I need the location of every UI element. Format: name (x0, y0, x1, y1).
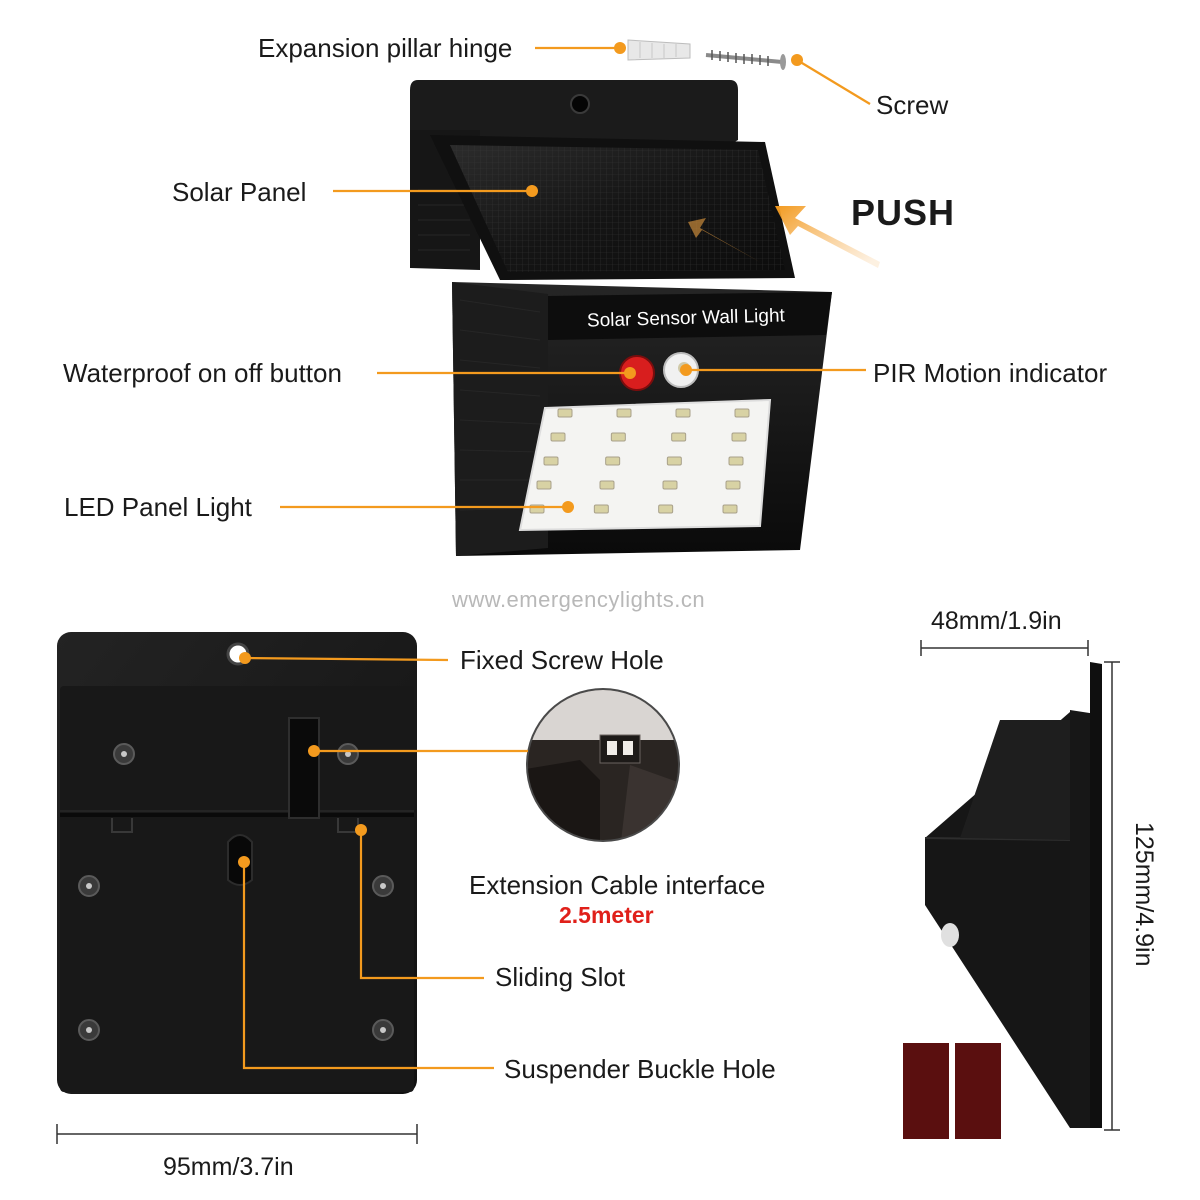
expansion-hinge-icon (627, 39, 691, 61)
front-view (410, 80, 832, 556)
screw-icon (705, 50, 786, 70)
callout-dots (238, 42, 803, 868)
side-view (903, 662, 1102, 1139)
adhesive-pad (903, 1043, 949, 1139)
led-chip (536, 480, 552, 490)
push-arrow-icon (775, 206, 880, 268)
cable-interface (288, 717, 320, 819)
label-pir-indicator: PIR Motion indicator (873, 358, 1108, 388)
led-chip (734, 408, 750, 418)
led-chip (731, 432, 747, 442)
adhesive-pad (955, 1043, 1001, 1139)
label-sliding-slot: Sliding Slot (495, 962, 626, 992)
led-chip (666, 456, 682, 466)
label-expansion-hinge: Expansion pillar hinge (258, 33, 513, 63)
label-suspender-hole: Suspender Buckle Hole (504, 1054, 776, 1084)
label-solar-panel: Solar Panel (172, 177, 307, 207)
label-fixed-screw-hole: Fixed Screw Hole (460, 645, 664, 675)
led-chip (675, 408, 691, 418)
led-chip (593, 504, 609, 514)
led-chip (662, 480, 678, 490)
led-chip (722, 504, 738, 514)
callout-leaders (242, 46, 871, 1070)
led-chip (543, 456, 559, 466)
led-chip (728, 456, 744, 466)
led-chip (610, 432, 626, 442)
watermark: www.emergencylights.cn (452, 587, 706, 612)
label-extension-cable: Extension Cable interface (469, 870, 766, 900)
cable-interface-closeup (526, 688, 680, 842)
led-chip (599, 480, 615, 490)
label-led-panel: LED Panel Light (64, 492, 252, 522)
led-chip (550, 432, 566, 442)
led-chip (605, 456, 621, 466)
led-chip (658, 504, 674, 514)
label-waterproof-button: Waterproof on off button (63, 358, 342, 388)
led-chip (725, 480, 741, 490)
led-chip (671, 432, 687, 442)
led-chip (616, 408, 632, 418)
label-screw: Screw (876, 90, 949, 120)
dimension-width: 95mm/3.7in (163, 1153, 294, 1181)
dimension-height: 125mm/4.9in (1130, 822, 1158, 967)
back-view (57, 632, 417, 1094)
dimension-lines (56, 640, 1120, 1144)
label-push: PUSH (851, 192, 956, 233)
dimension-depth: 48mm/1.9in (931, 607, 1062, 635)
led-chip (557, 408, 573, 418)
led-panel (518, 398, 772, 532)
label-cable-length: 2.5meter (559, 902, 654, 928)
